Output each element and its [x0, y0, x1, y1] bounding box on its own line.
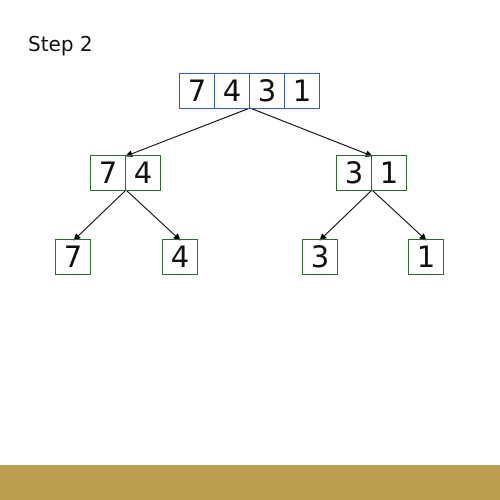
right-subarray: 3 1 — [336, 155, 407, 191]
edge-left-to-leaf-7 — [73, 189, 127, 241]
edge-left-to-leaf-4 — [125, 189, 181, 241]
right-cell-0: 3 — [336, 155, 372, 191]
left-subarray: 7 4 — [90, 155, 161, 191]
leaf-cell: 7 — [55, 239, 91, 275]
edge-root-to-left — [125, 107, 251, 157]
edge-right-to-leaf-3 — [319, 189, 373, 241]
leaf-array-3: 3 — [302, 239, 338, 275]
leaf-array-4: 4 — [162, 239, 198, 275]
edge-root-to-right — [249, 107, 373, 157]
leaf-cell: 4 — [162, 239, 198, 275]
root-cell-1: 4 — [214, 73, 250, 109]
footer-bar — [0, 465, 500, 500]
leaf-cell: 1 — [408, 239, 444, 275]
left-cell-1: 4 — [125, 155, 161, 191]
root-array: 7 4 3 1 — [179, 73, 320, 109]
root-cell-2: 3 — [249, 73, 285, 109]
leaf-cell: 3 — [302, 239, 338, 275]
step-label: Step 2 — [28, 32, 93, 56]
leaf-array-7: 7 — [55, 239, 91, 275]
edge-right-to-leaf-1 — [371, 189, 427, 241]
right-cell-1: 1 — [371, 155, 407, 191]
left-cell-0: 7 — [90, 155, 126, 191]
leaf-array-1: 1 — [408, 239, 444, 275]
root-cell-0: 7 — [179, 73, 215, 109]
root-cell-3: 1 — [284, 73, 320, 109]
